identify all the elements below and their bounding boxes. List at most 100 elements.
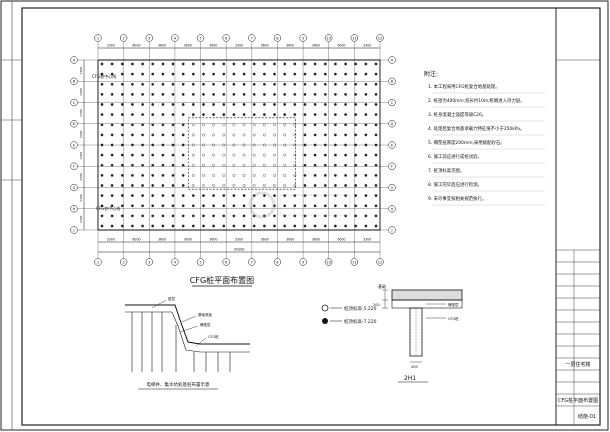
legend: 桩顶标高-5.220 桩顶标高-7.220 (321, 304, 377, 325)
axis-label-bottom: 10 (326, 261, 331, 265)
pile-filled (354, 224, 358, 228)
pile-filled (191, 72, 195, 76)
dim-bottom: 3600 (184, 238, 192, 242)
pile-filled (222, 62, 226, 66)
pile-filled (131, 82, 134, 86)
pile-filled (252, 113, 256, 116)
pile-hollow (252, 153, 256, 157)
pile-filled (323, 123, 327, 127)
dim-top: 3300 (363, 44, 371, 48)
pile-hollow (222, 163, 226, 167)
note-line: 1. 本工程采用CFG桩复合地基处理。 (428, 83, 500, 90)
pile-filled (374, 103, 378, 106)
pile-filled (202, 93, 205, 96)
axis-bubble-right (388, 205, 396, 213)
axis-label-top: 1 (97, 37, 99, 41)
pile-filled (110, 184, 114, 187)
axis-label-right: H (391, 207, 394, 211)
pile-filled (141, 113, 144, 116)
dim-bottom: 3300 (363, 238, 371, 242)
pile-filled (141, 143, 144, 147)
pile-filled (141, 163, 144, 167)
pile-hollow (242, 153, 246, 157)
pile-filled (120, 62, 124, 66)
pile-hollow (293, 174, 297, 177)
dim-left: 3300 (79, 215, 83, 223)
pile-filled (151, 184, 155, 187)
pile-hollow (212, 184, 215, 187)
axis-bubble-right (388, 183, 396, 192)
pile-filled (344, 224, 347, 228)
pile-filled (323, 103, 327, 106)
pile-hollow (232, 133, 236, 137)
pile-filled (110, 153, 114, 157)
pile-filled (110, 113, 114, 116)
pile-filled (202, 204, 205, 208)
detail-right-caption: 2H1 (404, 375, 416, 382)
pile-filled (222, 214, 226, 218)
detail-right-label-4: CFG桩 (448, 316, 459, 321)
pile-filled (344, 174, 347, 177)
pile-filled (191, 113, 195, 116)
axis-label-bottom: 11 (352, 261, 357, 265)
axis-bubble-top (325, 34, 333, 42)
pile-filled (354, 174, 358, 177)
pile-filled (120, 113, 124, 116)
pile-filled (303, 113, 307, 116)
pile-filled (323, 163, 327, 167)
pile-filled (354, 133, 358, 137)
pile-filled (344, 153, 347, 157)
axis-label-right: G (391, 186, 394, 190)
pile-filled (151, 224, 155, 228)
pile-filled (334, 174, 337, 177)
pile-filled (242, 214, 246, 218)
detail-right-label-5: 400 (411, 365, 418, 369)
pile-filled (283, 93, 287, 96)
pile-filled (273, 82, 276, 86)
pile-filled (283, 194, 287, 197)
dim-top: 3300 (107, 44, 115, 48)
pile-filled (181, 82, 185, 86)
pile-filled (232, 204, 236, 208)
pile-filled (313, 163, 317, 167)
pile-filled (263, 103, 266, 106)
pile-filled (354, 163, 358, 167)
pile-filled (313, 62, 317, 66)
pile-filled (252, 224, 256, 228)
pile-filled (354, 103, 358, 106)
pile-hollow (263, 133, 266, 137)
detail-left-label-2: 基础底板 (198, 312, 212, 317)
pile-filled (242, 224, 246, 228)
pile-filled (110, 174, 114, 177)
pile-filled (202, 62, 205, 66)
pile-filled (120, 174, 124, 177)
pile-filled (242, 72, 246, 76)
pile-filled (171, 103, 175, 106)
axis-label-top: 4 (174, 37, 177, 41)
pile-filled (181, 62, 185, 66)
pile-filled (100, 174, 104, 177)
axis-bubble-left (70, 98, 78, 107)
pile-filled (161, 214, 165, 218)
pile-filled (303, 214, 307, 218)
pile-filled (151, 82, 155, 86)
pile-hollow (232, 153, 236, 157)
pile-filled (100, 204, 104, 208)
pile-hollow (222, 133, 226, 137)
pile-filled (374, 62, 378, 66)
pile-filled (232, 72, 236, 76)
pile-filled (212, 194, 215, 197)
pile-hollow (212, 123, 215, 127)
dim-top: 3600 (261, 44, 269, 48)
pile-filled (100, 93, 104, 96)
pile-filled (334, 113, 337, 116)
dim-left: 3300 (79, 67, 83, 75)
pile-filled (131, 133, 134, 137)
pile-filled (131, 93, 134, 96)
note-line: 7. 桩顶标高见图。 (428, 167, 464, 174)
pile-filled (273, 103, 276, 106)
axis-bubble-left (70, 162, 78, 170)
pile-filled (202, 194, 205, 197)
pile-filled (151, 113, 155, 116)
pile-filled (313, 113, 317, 116)
